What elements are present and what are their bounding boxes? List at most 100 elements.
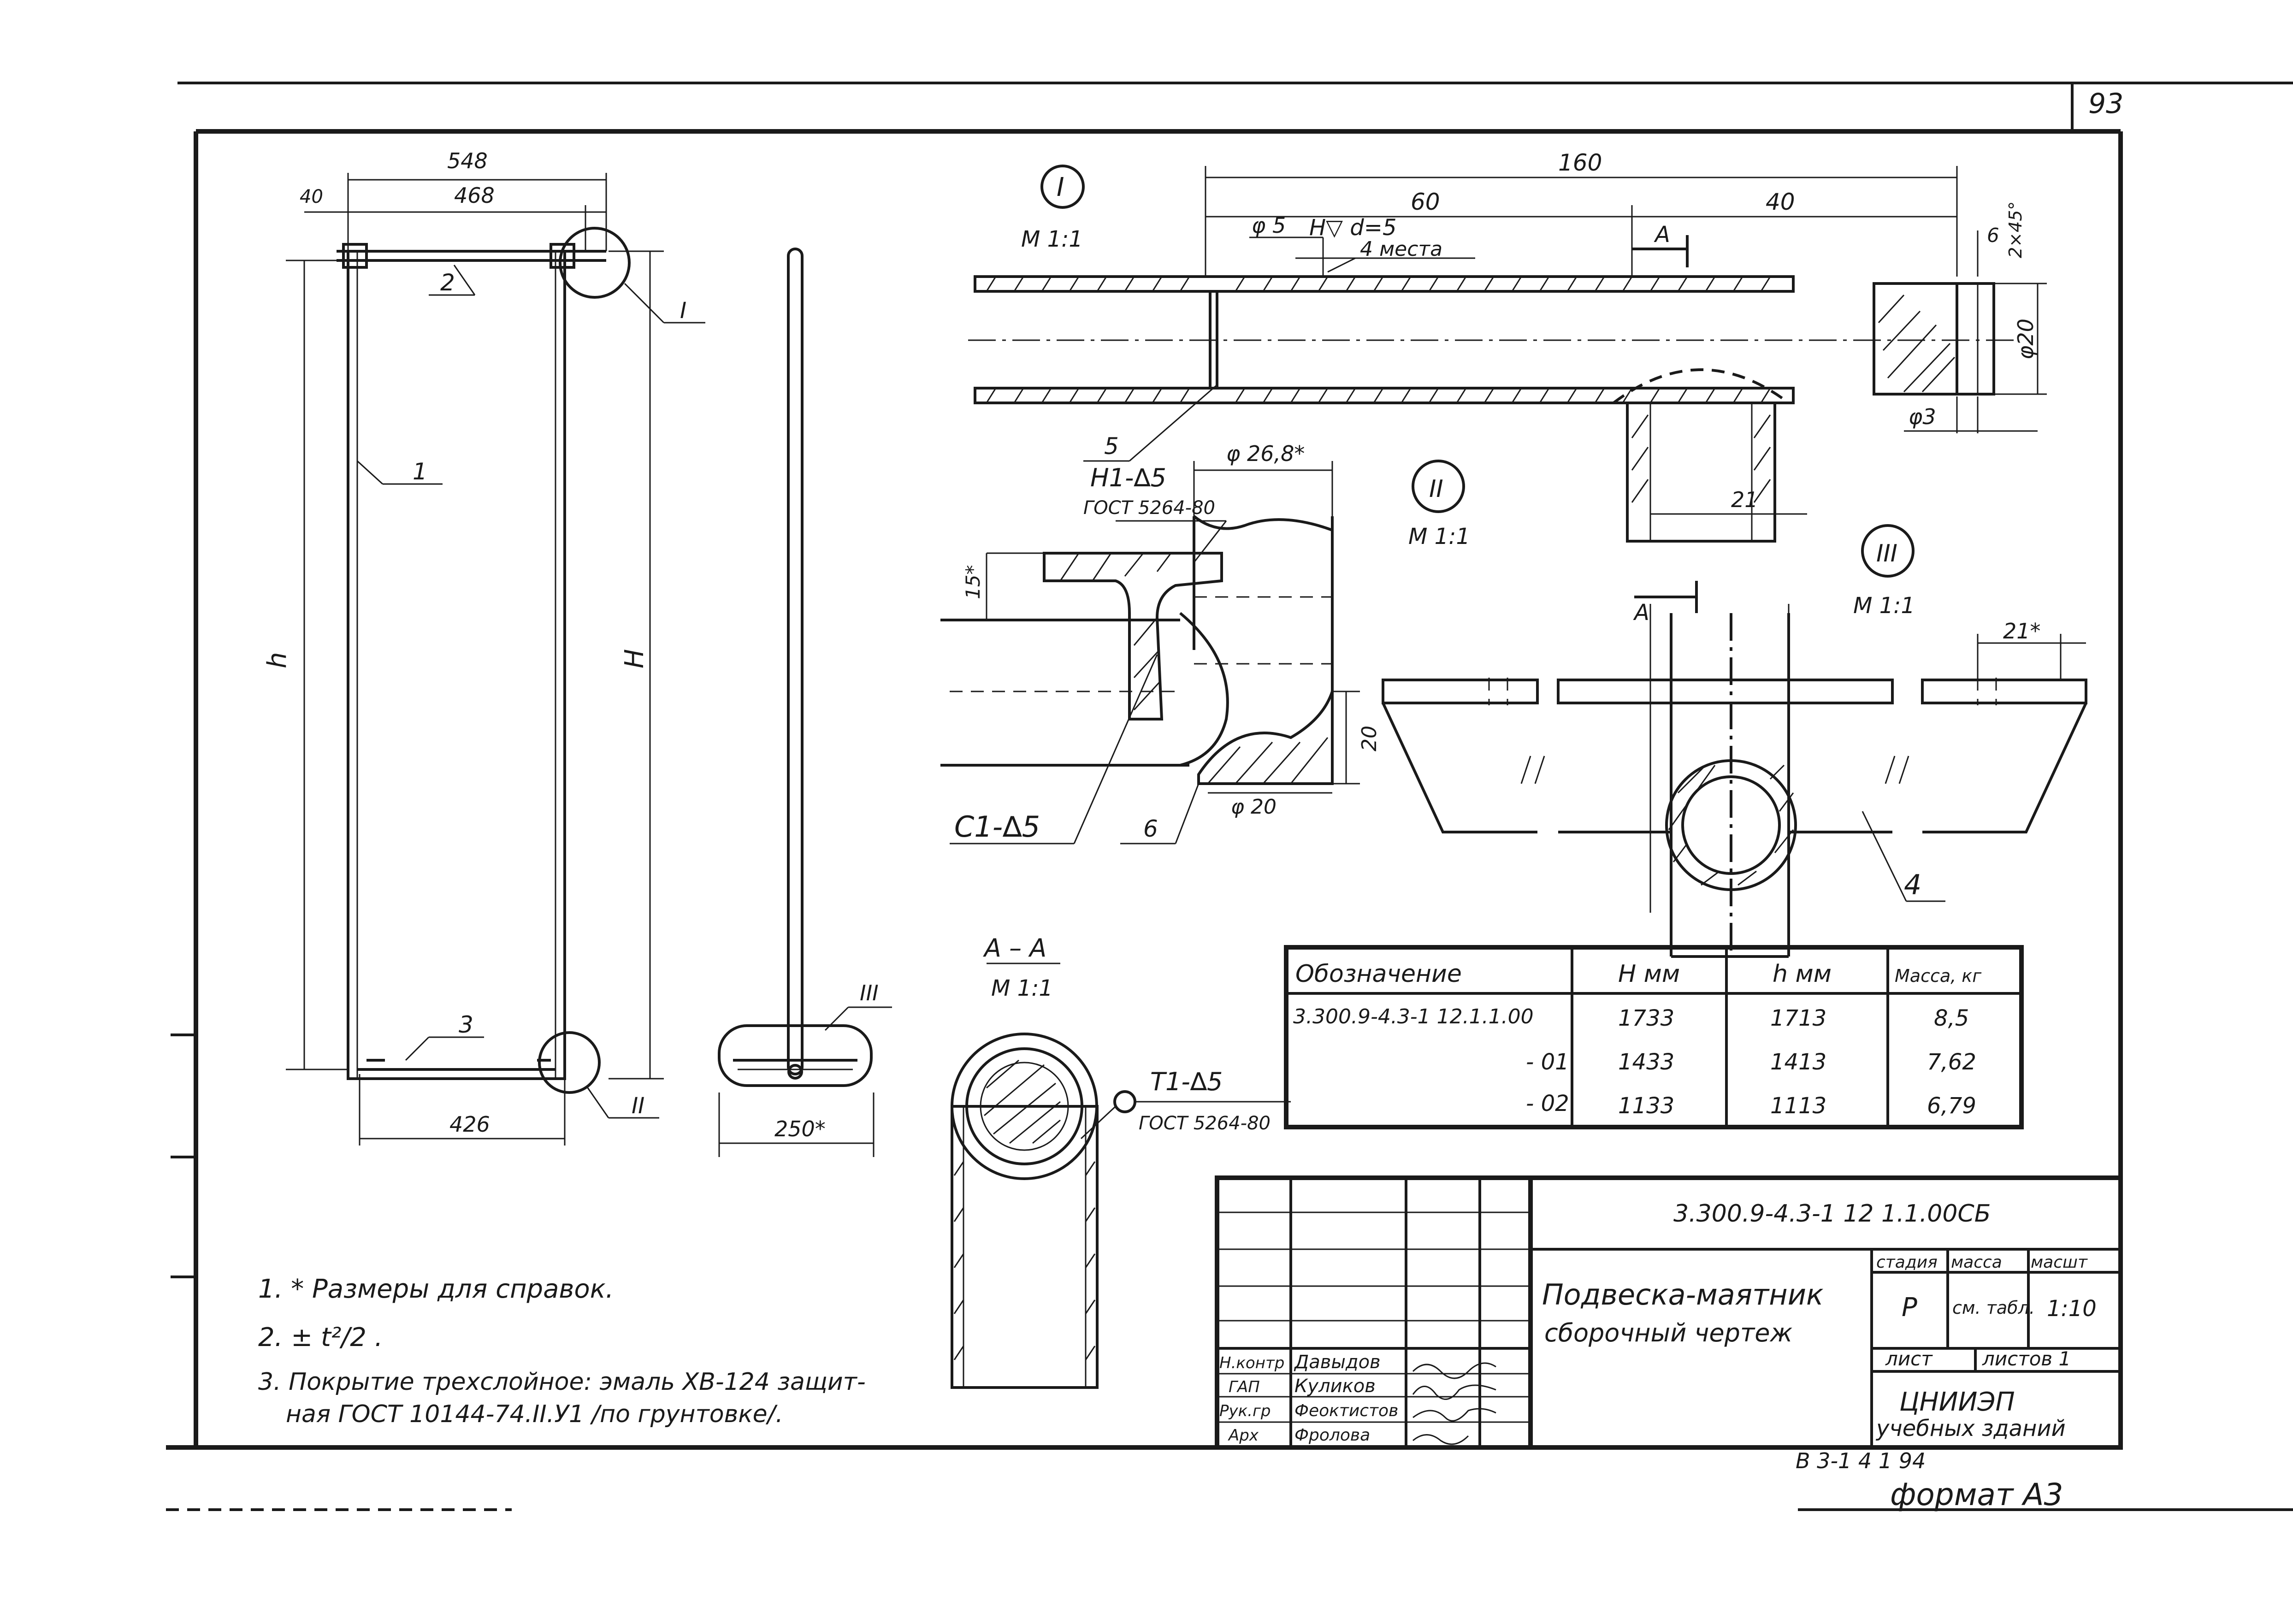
table-header-H: Н мм — [1618, 960, 1680, 988]
table-header-h: h мм — [1773, 960, 1832, 988]
overall-frame-view — [286, 173, 705, 1146]
dim-d3: φ3 — [1909, 404, 1936, 429]
section-AA-scale: М 1:1 — [991, 975, 1053, 1001]
table-row-2-mass: 6,79 — [1927, 1093, 1976, 1119]
detail-I-marker: I — [1057, 172, 1064, 202]
dim-H-label: H — [620, 649, 650, 668]
callout-I-label: I — [680, 298, 686, 324]
note-1: 1. * Размеры для справок. — [258, 1274, 614, 1304]
table-row-0-mass: 8,5 — [1934, 1005, 1969, 1031]
weld-h1-gost: ГОСТ 5264-80 — [1083, 497, 1215, 519]
detail-I-scale: М 1:1 — [1021, 226, 1083, 252]
bottom-code: В 3-1 4 1 94 — [1796, 1448, 1926, 1473]
sig-role-2: Рук.гр — [1219, 1402, 1271, 1420]
note-3-line2: ная ГОСТ 10144-74.II.У1 /по грунтовке/. — [286, 1400, 783, 1428]
page-number: 93 — [2088, 88, 2123, 120]
weld-places: 4 места — [1360, 237, 1442, 261]
dim-bottom-width: 426 — [449, 1112, 490, 1137]
sig-role-1: ГАП — [1229, 1378, 1260, 1396]
weld-t1-gost: ГОСТ 5264-80 — [1139, 1113, 1271, 1134]
detail-III — [1382, 524, 2087, 958]
dim-60: 60 — [1411, 189, 1440, 215]
dim-6: 6 — [1987, 224, 1999, 247]
dim-250: 250* — [774, 1116, 826, 1141]
table-row-1-mass: 7,62 — [1927, 1049, 1976, 1075]
dim-160: 160 — [1558, 149, 1602, 176]
table-row-0-designation: 3.300.9-4.3-1 12.1.1.00 — [1293, 1005, 1534, 1028]
part-3-label: 3 — [459, 1011, 473, 1038]
weld-t1: Т1-∆5 — [1150, 1067, 1223, 1096]
weld-h1: Н1-∆5 — [1090, 463, 1166, 492]
sheet-label: лист — [1885, 1347, 1933, 1370]
sig-role-0: Н.контр — [1219, 1354, 1284, 1372]
dim-21-stub: 21 — [1731, 487, 1758, 512]
table-row-2-h: 1113 — [1770, 1093, 1826, 1119]
signature-scribbles — [1412, 1362, 1496, 1445]
sig-name-3: Фролова — [1294, 1426, 1370, 1445]
table-row-0-h: 1713 — [1770, 1005, 1826, 1031]
table-row-2-designation: - 02 — [1526, 1091, 1569, 1116]
mass-header: масса — [1951, 1253, 2002, 1272]
dim-inner-width: 468 — [454, 183, 495, 208]
title-block — [1215, 1175, 2123, 1450]
table-row-0-H: 1733 — [1618, 1005, 1674, 1031]
weld-c1: С1-∆5 — [954, 810, 1040, 844]
note-2: 2. ± t²/2 . — [258, 1323, 383, 1352]
detail-II-scale: М 1:1 — [1408, 524, 1470, 549]
dim-chamfer: 2×45° — [2005, 201, 2026, 258]
part-1-label: 1 — [413, 458, 427, 485]
detail-III-marker: III — [1876, 540, 1897, 567]
sheet-frame — [166, 82, 2293, 1511]
dim-d20-plug: φ20 — [2013, 319, 2038, 360]
dim-h-label: h — [262, 652, 292, 669]
scale-header: масшт — [2031, 1253, 2088, 1272]
sig-name-1: Куликов — [1294, 1376, 1376, 1397]
title-line-2: сборочный чертеж — [1544, 1318, 1793, 1347]
dim-21-III: 21* — [2003, 619, 2041, 644]
variants-table — [1284, 945, 2024, 1129]
table-row-1-designation: - 01 — [1526, 1049, 1569, 1075]
format-label: формат А3 — [1890, 1477, 2063, 1512]
title-line-1: Подвеска-маятник — [1542, 1278, 1824, 1311]
dim-15: 15* — [962, 565, 984, 599]
org-line-1: ЦНИИЭП — [1899, 1387, 2015, 1417]
dim-40: 40 — [1766, 189, 1795, 215]
sig-role-3: Арх — [1228, 1426, 1259, 1445]
note-3-line1: 3. Покрытие трехслойное: эмаль ХВ-124 за… — [258, 1368, 866, 1396]
stage-header: стадия — [1876, 1253, 1938, 1272]
detail-III-scale: М 1:1 — [1853, 593, 1915, 619]
dim-edge: 40 — [300, 186, 323, 207]
part-6-label: 6 — [1143, 815, 1158, 842]
dim-d26: φ 26,8* — [1226, 441, 1305, 466]
dim-d5: φ 5 — [1252, 213, 1286, 238]
detail-II-marker: II — [1429, 475, 1443, 503]
sheets-label: листов 1 — [1982, 1347, 2071, 1370]
side-view — [718, 248, 892, 1157]
section-A-A — [951, 963, 1291, 1389]
dim-20-plug: 20 — [1358, 726, 1381, 751]
detail-II — [940, 460, 1465, 844]
weld-note-h: Н▽ d=5 — [1309, 215, 1397, 241]
table-header-designation: Обозначение — [1295, 960, 1462, 988]
mass-value: см. табл. — [1952, 1298, 2035, 1318]
section-A-marker-top: А — [1654, 222, 1670, 248]
callout-II-label: II — [632, 1093, 644, 1119]
part-2-label: 2 — [440, 269, 455, 296]
doc-code: 3.300.9-4.3-1 12 1.1.00СБ — [1673, 1200, 1991, 1228]
part-5-label: 5 — [1104, 433, 1119, 460]
scale-value: 1:10 — [2047, 1296, 2097, 1322]
table-row-1-H: 1433 — [1618, 1049, 1674, 1075]
detail-I — [968, 165, 2047, 543]
stage-value: Р — [1902, 1293, 1917, 1323]
table-row-2-H: 1133 — [1618, 1093, 1674, 1119]
table-header-mass: Масса, кг — [1895, 966, 1982, 986]
org-line-2: учебных зданий — [1875, 1416, 2066, 1441]
part-4-label: 4 — [1904, 869, 1921, 901]
dim-d20-plug-II: φ 20 — [1231, 795, 1277, 819]
callout-III-label: III — [860, 980, 879, 1005]
sig-name-2: Феоктистов — [1294, 1401, 1398, 1420]
dim-total-width: 548 — [447, 148, 488, 173]
table-row-1-h: 1413 — [1770, 1049, 1826, 1075]
section-A-marker-III: А — [1633, 600, 1649, 626]
